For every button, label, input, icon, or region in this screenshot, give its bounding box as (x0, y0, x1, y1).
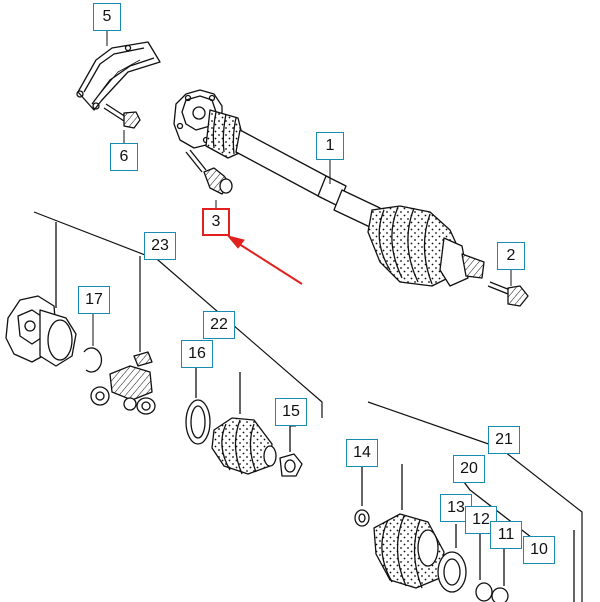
axle-bolt (487, 281, 529, 307)
shield-bolt (103, 103, 141, 129)
callout-23[interactable]: 23 (144, 232, 176, 260)
callout-1[interactable]: 1 (316, 132, 344, 160)
outer-circlip (475, 582, 493, 602)
spacer-ring (491, 587, 509, 602)
tripod-joint (90, 256, 156, 415)
callout-22[interactable]: 22 (203, 311, 235, 339)
flange-bolt (185, 149, 233, 195)
leader-lines (92, 30, 512, 427)
callout-10[interactable]: 10 (523, 536, 555, 564)
inner-cv-housing (5, 295, 77, 367)
callout-15[interactable]: 15 (275, 398, 307, 426)
callout-2[interactable]: 2 (497, 242, 525, 270)
highlight-arrow (226, 235, 303, 285)
outer-small-clamp (354, 509, 370, 527)
callout-14[interactable]: 14 (346, 439, 378, 467)
drive-shaft-assembly (173, 89, 485, 287)
callout-17[interactable]: 17 (78, 286, 110, 314)
callout-6[interactable]: 6 (110, 143, 138, 171)
callout-5[interactable]: 5 (93, 3, 121, 31)
small-clamp (279, 453, 303, 477)
callout-11[interactable]: 11 (490, 521, 522, 549)
callout-16[interactable]: 16 (181, 340, 213, 368)
callout-3[interactable]: 3 (202, 208, 230, 236)
boot-clamp-band (185, 399, 211, 445)
callout-21[interactable]: 21 (488, 426, 520, 454)
heat-shield (76, 41, 161, 111)
inner-boot (211, 372, 277, 475)
large-clamp (437, 551, 467, 593)
circlip (83, 347, 103, 373)
outer-boot (373, 513, 445, 589)
callout-20[interactable]: 20 (453, 455, 485, 483)
